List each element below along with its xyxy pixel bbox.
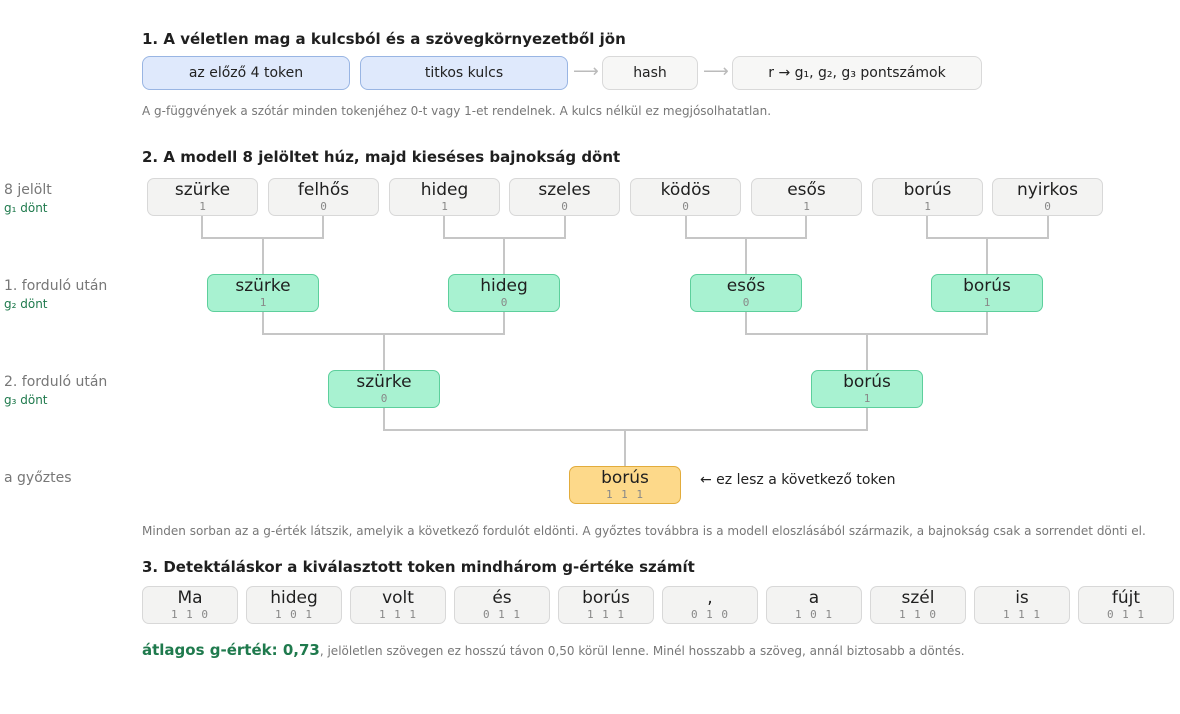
arrow-right-icon: ⟶ xyxy=(573,61,599,82)
section3-heading: 3. Detektáláskor a kiválasztott token mi… xyxy=(142,558,695,576)
text-token: borús 1 1 1 xyxy=(558,586,654,624)
section2-note: Minden sorban az a g-érték látszik, amel… xyxy=(142,524,1146,538)
average-summary: átlagos g-érték: 0,73, jelöletlen szöveg… xyxy=(142,640,965,659)
text-token: szél 1 1 0 xyxy=(870,586,966,624)
token-word: esős xyxy=(787,180,826,200)
text-token: Ma 1 1 0 xyxy=(142,586,238,624)
token-g-values: 1 1 1 xyxy=(586,608,626,621)
token-word: szürke xyxy=(356,372,412,392)
token-word: borús xyxy=(601,468,649,488)
token-word: a xyxy=(808,588,820,608)
row-sub-round2: g₃ dönt xyxy=(4,393,48,407)
token-g-value: 0 xyxy=(380,392,388,405)
token-g-values: 1 0 1 xyxy=(794,608,834,621)
token-word: borús xyxy=(582,588,630,608)
token-word: fújt xyxy=(1111,588,1141,608)
scores-box: r → g₁, g₂, g₃ pontszámok xyxy=(732,56,982,90)
token-g-values: 0 1 0 xyxy=(690,608,730,621)
text-token: volt 1 1 1 xyxy=(350,586,446,624)
section1-heading: 1. A véletlen mag a kulcsból és a szöveg… xyxy=(142,30,626,48)
arrow-right-icon: ⟶ xyxy=(703,61,729,82)
token-g-value: 1 xyxy=(259,296,267,309)
row-label-candidates: 8 jelölt xyxy=(4,182,52,198)
token-g-value: 1 xyxy=(924,200,931,213)
round1-token: szürke 1 xyxy=(207,274,319,312)
hash-box: hash xyxy=(602,56,698,90)
token-word: borús xyxy=(903,180,952,200)
round1-token: esős 0 xyxy=(690,274,802,312)
token-word: hideg xyxy=(420,180,469,200)
text-token: , 0 1 0 xyxy=(662,586,758,624)
candidate-token: szeles 0 xyxy=(509,178,620,216)
token-g-values: 1 1 0 xyxy=(170,608,210,621)
token-word: volt xyxy=(382,588,414,608)
token-g-values: 1 1 1 xyxy=(378,608,418,621)
token-g-value: 1 xyxy=(441,200,448,213)
winner-note: ← ez lesz a következő token xyxy=(700,472,896,488)
candidate-token: nyirkos 0 xyxy=(992,178,1103,216)
token-g-values: 1 1 1 xyxy=(605,488,645,501)
token-word: Ma xyxy=(177,588,203,608)
candidate-token: ködös 0 xyxy=(630,178,741,216)
token-g-value: 1 xyxy=(983,296,991,309)
text-token: és 0 1 1 xyxy=(454,586,550,624)
row-label-winner: a győztes xyxy=(4,470,72,486)
candidate-token: esős 1 xyxy=(751,178,862,216)
token-word: borús xyxy=(843,372,891,392)
token-word: szeles xyxy=(538,180,591,200)
token-g-values: 1 1 1 xyxy=(1002,608,1042,621)
candidate-token: felhős 0 xyxy=(268,178,379,216)
token-g-values: 0 1 1 xyxy=(482,608,522,621)
token-word: borús xyxy=(963,276,1011,296)
token-g-value: 1 xyxy=(863,392,871,405)
section1-note: A g-függvények a szótár minden tokenjéhe… xyxy=(142,104,772,118)
token-g-value: 0 xyxy=(742,296,750,309)
round2-token: borús 1 xyxy=(811,370,923,408)
token-g-values: 1 0 1 xyxy=(274,608,314,621)
token-g-value: 0 xyxy=(561,200,568,213)
prev-tokens-box: az előző 4 token xyxy=(142,56,350,90)
row-label-round2: 2. forduló után xyxy=(4,374,108,390)
candidate-token: hideg 1 xyxy=(389,178,500,216)
token-word: esős xyxy=(726,276,766,296)
token-g-value: 1 xyxy=(199,200,206,213)
text-token: fújt 0 1 1 xyxy=(1078,586,1174,624)
section2-heading: 2. A modell 8 jelöltet húz, majd kiesése… xyxy=(142,148,621,166)
average-g-value: átlagos g-érték: 0,73 xyxy=(142,641,320,659)
token-g-value: 0 xyxy=(500,296,508,309)
candidate-token: borús 1 xyxy=(872,178,983,216)
token-g-values: 0 1 1 xyxy=(1106,608,1146,621)
token-word: felhős xyxy=(297,180,350,200)
token-word: nyirkos xyxy=(1016,180,1079,200)
token-word: hideg xyxy=(480,276,528,296)
token-word: és xyxy=(492,588,512,608)
token-g-value: 1 xyxy=(803,200,810,213)
round1-token: borús 1 xyxy=(931,274,1043,312)
token-word: szél xyxy=(901,588,935,608)
text-token: hideg 1 0 1 xyxy=(246,586,342,624)
token-g-value: 0 xyxy=(682,200,689,213)
token-word: szürke xyxy=(174,180,231,200)
average-note: , jelöletlen szövegen ez hosszú távon 0,… xyxy=(319,644,965,658)
token-g-value: 0 xyxy=(320,200,327,213)
token-word: hideg xyxy=(270,588,318,608)
row-label-round1: 1. forduló után xyxy=(4,278,108,294)
token-g-values: 1 1 0 xyxy=(898,608,938,621)
round2-token: szürke 0 xyxy=(328,370,440,408)
text-token: is 1 1 1 xyxy=(974,586,1070,624)
candidate-token: szürke 1 xyxy=(147,178,258,216)
secret-key-box: titkos kulcs xyxy=(360,56,568,90)
token-word: is xyxy=(1015,588,1029,608)
token-word: szürke xyxy=(235,276,291,296)
row-sub-round1: g₂ dönt xyxy=(4,297,48,311)
token-word: , xyxy=(707,588,713,608)
round1-token: hideg 0 xyxy=(448,274,560,312)
row-sub-candidates: g₁ dönt xyxy=(4,201,48,215)
token-word: ködös xyxy=(660,180,711,200)
winner-token: borús 1 1 1 xyxy=(569,466,681,504)
token-g-value: 0 xyxy=(1044,200,1051,213)
text-token: a 1 0 1 xyxy=(766,586,862,624)
